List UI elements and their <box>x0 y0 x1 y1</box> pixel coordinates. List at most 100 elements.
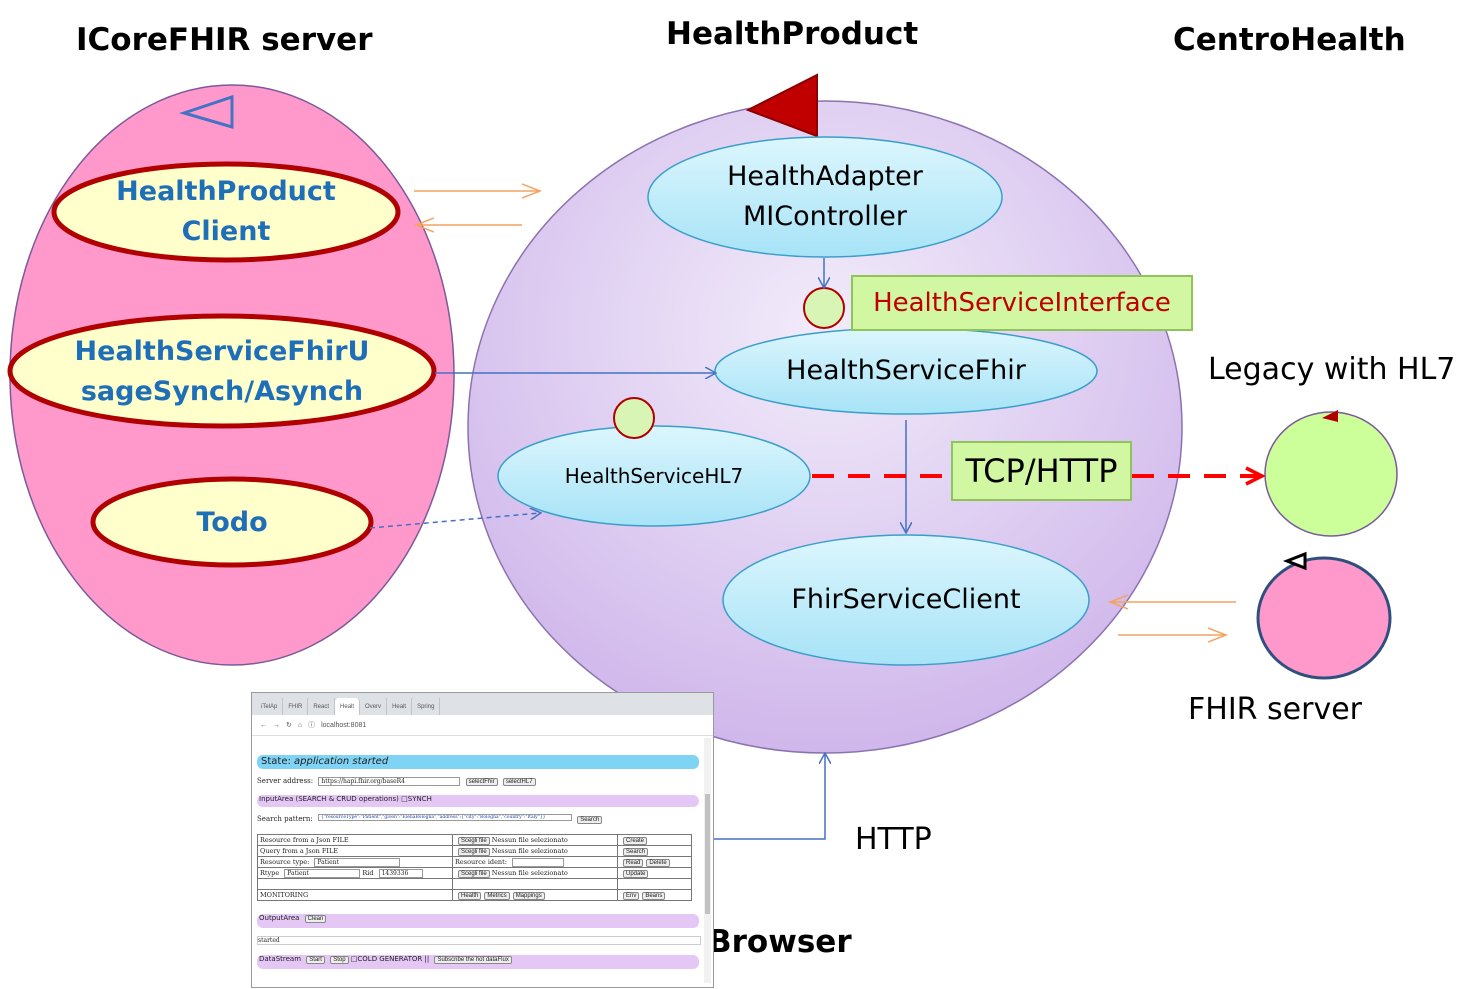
browser-tab[interactable]: FHIR <box>283 698 309 715</box>
output-text: started <box>257 936 701 945</box>
search-query-button[interactable]: Search <box>623 847 649 856</box>
rid-label: Rid <box>362 868 374 877</box>
start-button[interactable]: Start <box>306 956 325 964</box>
rtype-field[interactable]: Patient <box>284 868 361 878</box>
synch-checkbox[interactable]: □ <box>401 795 408 803</box>
interface-lollipop-fhir <box>803 287 845 329</box>
browser-tab[interactable]: iTelAp <box>256 698 284 715</box>
read-button[interactable]: Read <box>623 858 644 867</box>
mappings-button[interactable]: Mappings <box>512 891 545 900</box>
input-area-bar: InputArea (SEARCH & CRUD operations) □SY… <box>257 795 699 807</box>
service-fhir-label: HealthServiceFhir <box>786 355 1026 386</box>
browser-scrollbar[interactable] <box>704 738 711 983</box>
health-product-client-oval <box>51 161 401 263</box>
output-area-label: OutputArea <box>259 914 300 922</box>
file-status: Nessun file selezionato <box>491 835 568 844</box>
file-status: Nessun file selezionato <box>491 846 568 855</box>
table-cell: Search <box>617 845 692 857</box>
rid-field[interactable]: 1439336 <box>378 868 423 878</box>
adapter-oval <box>647 136 1003 258</box>
table-cell: Scegli file Nessun file selezionato <box>452 845 618 857</box>
centro-title: CentroHealth <box>1173 22 1406 58</box>
health-product-client-line1: HealthProduct <box>116 176 336 207</box>
resource-type-field[interactable]: Patient <box>314 857 401 867</box>
browser-tab[interactable]: Spring <box>412 698 441 715</box>
table-cell <box>452 878 618 890</box>
input-area-label: InputArea (SEARCH & CRUD operations) <box>259 795 399 803</box>
synch-label: SYNCH <box>407 795 432 803</box>
fhir-server-title: FHIR server <box>1188 692 1363 727</box>
health-product-active-triangle <box>745 73 818 138</box>
legacy-hl7-node <box>1264 411 1398 537</box>
home-icon[interactable]: ⌂ <box>297 721 303 729</box>
select-fhir-button[interactable]: selectFhir <box>465 778 498 786</box>
beans-button[interactable]: Beans <box>642 891 666 900</box>
browser-screenshot: iTelAp FHIR React Healt Overv Healt Spri… <box>251 692 714 988</box>
stop-button[interactable]: Stop <box>330 956 349 964</box>
cold-generator-checkbox[interactable]: □ <box>350 955 358 963</box>
interface-lollipop-hl7 <box>613 397 655 439</box>
datastream-label: DataStream <box>259 955 302 963</box>
subscribe-button[interactable]: Subscribe the hot dataFlux <box>434 956 512 964</box>
browser-tab[interactable]: Overv <box>360 698 388 715</box>
usage-synch-line2: sageSynch/Asynch <box>80 376 364 407</box>
resource-ident-field[interactable] <box>512 857 564 867</box>
env-button[interactable]: Env <box>623 891 640 900</box>
datastream-bar: DataStream Start Stop □COLD GENERATOR ||… <box>257 955 699 969</box>
server-label: Server address: <box>257 777 314 785</box>
http-label: HTTP <box>855 822 932 857</box>
url-text[interactable]: localhost:8081 <box>321 721 367 729</box>
rtype-label: Rtype <box>260 868 280 877</box>
select-hl7-button[interactable]: selectHL7 <box>502 778 536 786</box>
browser-address-bar[interactable]: ← → ↻ ⌂ ⓘ localhost:8081 <box>252 715 713 736</box>
scrollbar-thumb[interactable] <box>705 794 710 914</box>
state-value: application started <box>294 756 389 767</box>
update-button[interactable]: Update <box>623 869 649 878</box>
crud-table: Resource from a Json FILE Scegli file Ne… <box>257 834 692 901</box>
table-cell: Resource ident: <box>452 856 618 868</box>
reload-icon[interactable]: ↻ <box>286 722 292 729</box>
legacy-title: Legacy with HL7 <box>1208 352 1456 387</box>
back-icon[interactable]: ← <box>260 721 267 729</box>
fhir-server-active-triangle <box>1282 551 1307 571</box>
health-product-title: HealthProduct <box>666 16 919 52</box>
metrics-button[interactable]: Metrics <box>484 891 510 900</box>
legacy-active-triangle <box>1322 410 1338 422</box>
usage-synch-label: HealthServiceFhirU sageSynch/Asynch <box>52 332 392 412</box>
table-row <box>257 878 692 890</box>
todo-oval <box>90 476 374 568</box>
server-address-field[interactable]: https://hapi.fhir.org/baseR4 <box>318 777 461 786</box>
table-row: Resource type: Patient Resource ident: R… <box>257 856 692 868</box>
browser-tab[interactable]: Healt <box>387 698 413 715</box>
delete-button[interactable]: Delete <box>646 858 670 867</box>
choose-file-button[interactable]: Scegli file <box>458 847 490 856</box>
table-row: Query from a Json FILE Scegli file Nessu… <box>257 845 692 857</box>
search-button[interactable]: Search <box>577 816 603 824</box>
usage-synch-line1: HealthServiceFhirU <box>74 336 370 367</box>
forward-icon[interactable]: → <box>273 721 280 729</box>
icore-active-triangle <box>178 94 234 129</box>
arrow-browser-to-product <box>714 754 825 840</box>
resource-type-label: Resource type: <box>260 857 310 866</box>
create-button[interactable]: Create <box>623 836 648 845</box>
health-button[interactable]: Health <box>458 891 482 900</box>
usage-synch-oval <box>7 313 437 429</box>
table-cell: Rtype Patient Rid 1439336 <box>257 867 453 879</box>
table-cell: Resource type: Patient <box>257 856 453 868</box>
choose-file-button[interactable]: Scegli file <box>458 836 490 845</box>
fhir-client-label: FhirServiceClient <box>791 584 1021 615</box>
browser-tab[interactable]: React <box>308 698 336 715</box>
adapter-label: HealthAdapter MIController <box>680 157 970 237</box>
resource-ident-label: Resource ident: <box>455 857 507 866</box>
table-cell: Scegli file Nessun file selezionato <box>452 834 618 846</box>
search-pattern-field[interactable]: {"resourceType":"Patient","given":"Elena… <box>317 814 572 821</box>
browser-tab-active[interactable]: Healt <box>335 698 361 715</box>
choose-file-button[interactable]: Scegli file <box>458 869 490 878</box>
table-cell <box>617 878 692 890</box>
browser-tab-strip: iTelAp FHIR React Healt Overv Healt Spri… <box>252 693 713 715</box>
clean-button[interactable]: Clean <box>304 915 327 923</box>
icore-title: ICoreFHIR server <box>76 22 373 58</box>
arrow-todo-to-hl7 <box>369 513 540 529</box>
